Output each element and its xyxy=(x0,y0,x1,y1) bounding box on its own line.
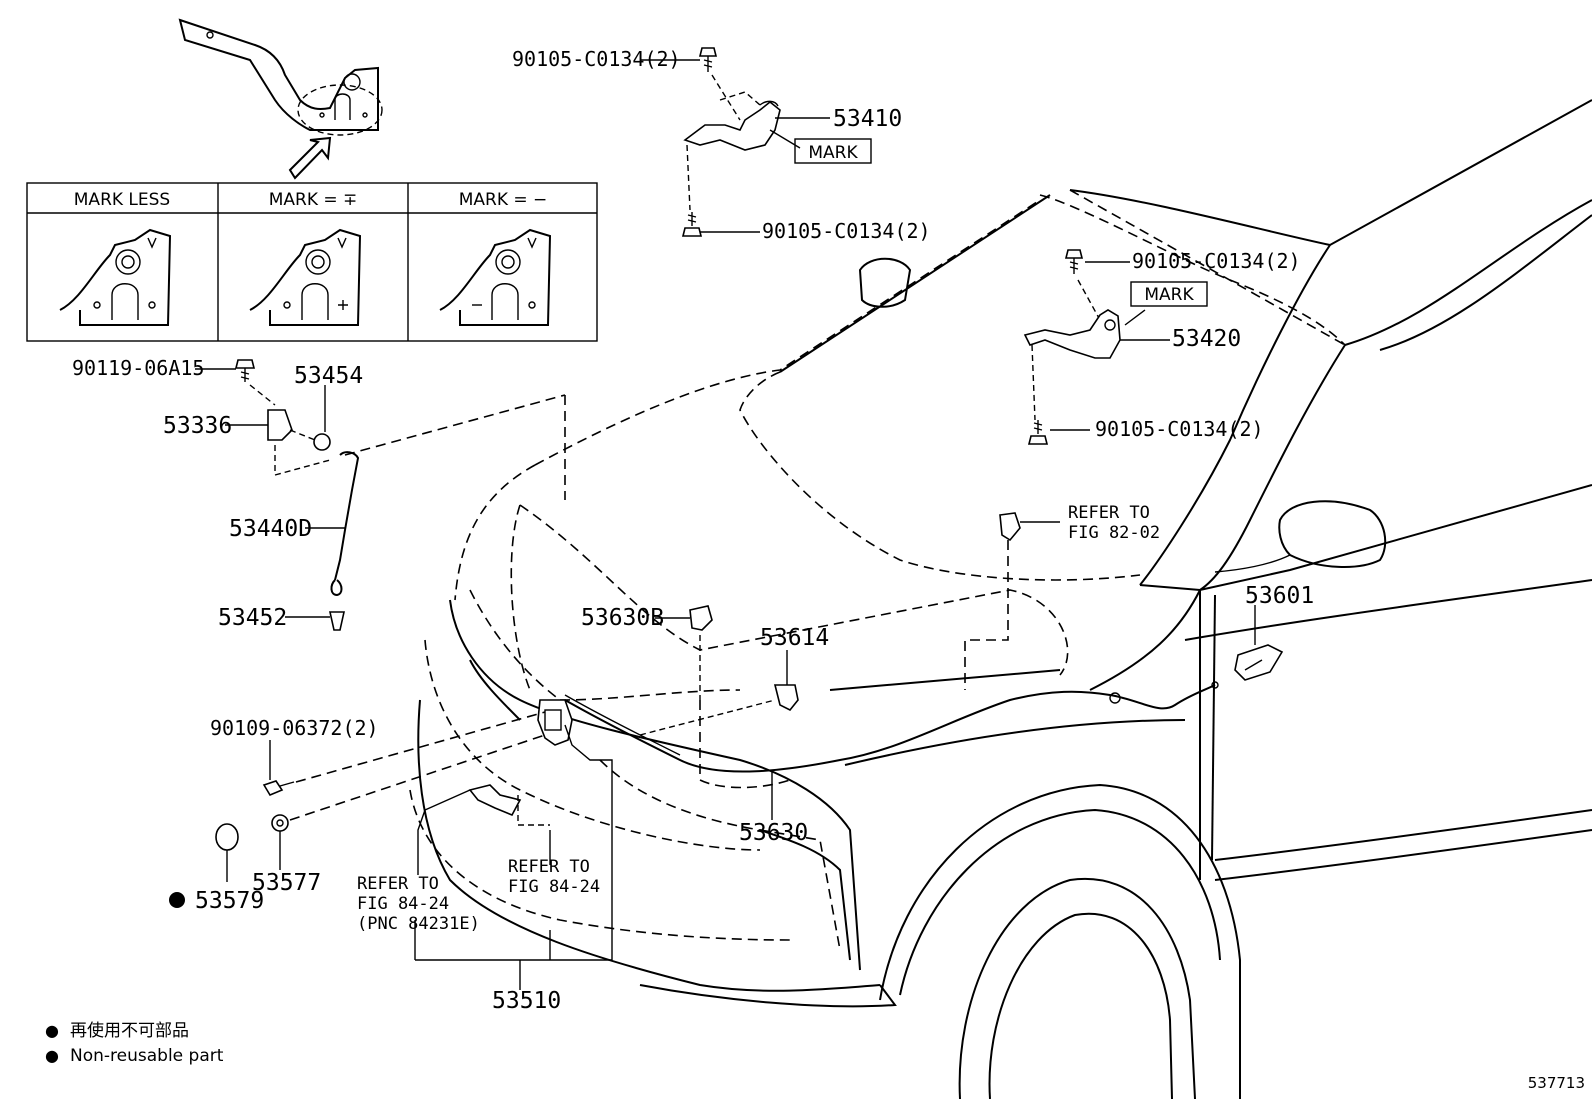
label-53614: 53614 xyxy=(760,625,829,651)
label-90119: 90119-06A15 xyxy=(72,356,204,380)
label-53601: 53601 xyxy=(1245,583,1314,609)
legend: ● 再使用不可部品 ● Non-reusable part xyxy=(45,1020,224,1066)
hinge-sketch-mark-minus xyxy=(439,228,552,326)
label-53577: 53577 xyxy=(252,870,321,896)
refer-8424-left-line-3: (PNC 84231E) xyxy=(357,914,480,934)
hinge-sketch-mark-plus xyxy=(249,228,362,326)
refer-8424-right-line-2: FIG 84-24 xyxy=(508,877,600,897)
mark-table-header-3: MARK = − xyxy=(459,190,548,210)
vehicle-body-outline xyxy=(409,99,1592,1099)
legend-bullet-2: ● xyxy=(45,1046,59,1065)
label-90109: 90109-06372(2) xyxy=(210,716,379,740)
hood-lock-cable-group xyxy=(215,512,1284,990)
mark-table: MARK LESS MARK = ∓ MARK = − xyxy=(26,182,598,342)
mark-table-header-2: MARK = ∓ xyxy=(269,190,358,210)
legend-text-jp: 再使用不可部品 xyxy=(70,1020,189,1041)
non-reusable-marker-icon xyxy=(169,892,185,908)
label-53336: 53336 xyxy=(163,413,232,439)
label-53440D: 53440D xyxy=(229,516,312,542)
hinge-detail-view xyxy=(178,18,383,180)
refer-8424-left-line-1: REFER TO xyxy=(357,874,439,894)
hood-hinge-left-53410: MARK xyxy=(640,47,872,237)
mark-table-header-1: MARK LESS xyxy=(74,190,170,210)
hood-support-rod-group xyxy=(195,359,566,631)
label-53510: 53510 xyxy=(492,988,561,1014)
label-bolt-90105-a-top: 90105-C0134(2) xyxy=(512,47,681,71)
mark-tag-53410: MARK xyxy=(808,143,858,163)
label-bolt-90105-a-bottom: 90105-C0134(2) xyxy=(762,219,931,243)
label-53630: 53630 xyxy=(739,820,808,846)
diagram-id: 537713 xyxy=(1528,1074,1585,1092)
label-53410: 53410 xyxy=(833,106,902,132)
label-53454: 53454 xyxy=(294,363,363,389)
label-53420: 53420 xyxy=(1172,326,1241,352)
refer-notes: REFER TO FIG 82-02 REFER TO FIG 84-24 (P… xyxy=(357,503,1160,934)
part-labels: 90105-C0134(2) 53410 90105-C0134(2) 9010… xyxy=(72,47,1314,1014)
legend-bullet-1: ● xyxy=(45,1021,59,1040)
label-53630B: 53630B xyxy=(581,605,664,631)
refer-8202-line-2: FIG 82-02 xyxy=(1068,523,1160,543)
hood-hinge-right-53420: MARK xyxy=(1023,249,1208,445)
refer-8202-line-1: REFER TO xyxy=(1068,503,1150,523)
mark-tag-53420: MARK xyxy=(1144,285,1194,305)
legend-text-en: Non-reusable part xyxy=(70,1046,224,1066)
hinge-sketch-mark-less xyxy=(59,228,172,326)
label-bolt-90105-b-bottom: 90105-C0134(2) xyxy=(1095,417,1264,441)
label-53452: 53452 xyxy=(218,605,287,631)
label-53579: 53579 xyxy=(195,888,264,914)
refer-8424-left-line-2: FIG 84-24 xyxy=(357,894,449,914)
label-bolt-90105-b-top: 90105-C0134(2) xyxy=(1132,249,1301,273)
refer-8424-right-line-1: REFER TO xyxy=(508,857,590,877)
